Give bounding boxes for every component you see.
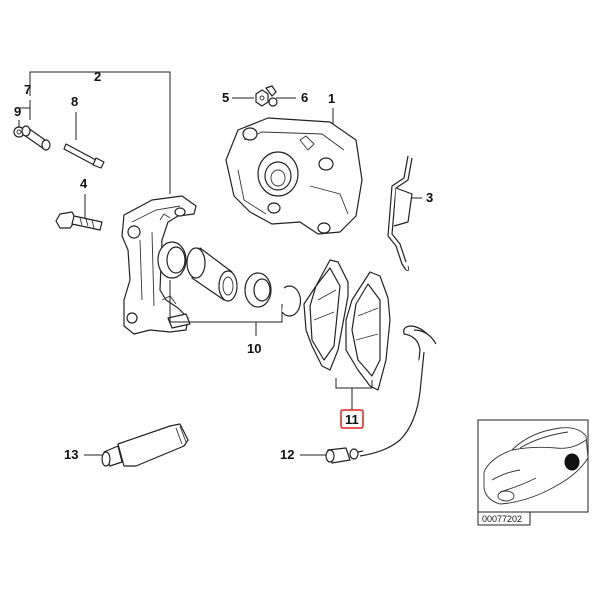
callout-11[interactable]: 11 (335, 378, 373, 429)
callout-3-label: 3 (426, 190, 433, 205)
callout-1[interactable]: 1 (328, 91, 335, 124)
brake-pad-outer-part[interactable] (303, 259, 349, 371)
dust-boot-part[interactable] (244, 272, 272, 308)
callout-10-bracket (169, 280, 283, 323)
callout-12[interactable]: 12 (280, 447, 328, 462)
callout-11-label: 11 (345, 412, 359, 427)
callout-5[interactable]: 5 (222, 90, 254, 105)
callout-4[interactable]: 4 (80, 176, 88, 218)
callout-2-leader (29, 71, 171, 194)
piston-seal-part[interactable] (157, 241, 187, 279)
callout-8-label: 8 (71, 94, 78, 109)
brake-pad-inner-part[interactable] (345, 271, 391, 391)
callout-7-label: 7 (24, 82, 31, 97)
callout-4-label: 4 (80, 176, 88, 191)
callout-2[interactable]: 2 (29, 69, 171, 194)
callout-10-label: 10 (247, 341, 261, 356)
car-outline-icon (483, 427, 589, 505)
callout-7[interactable]: 7 (18, 82, 31, 120)
guide-pin-part[interactable] (63, 143, 105, 169)
callout-5-label: 5 (222, 90, 229, 105)
hex-bolt-part[interactable] (55, 211, 103, 231)
callout-11-bracket (335, 378, 373, 389)
callout-10[interactable]: 10 (169, 280, 283, 356)
callout-6[interactable]: 6 (276, 90, 308, 105)
anti-rattle-spring-part[interactable] (387, 155, 413, 271)
callout-1-label: 1 (328, 91, 335, 106)
wear-sensor-part[interactable] (325, 325, 437, 464)
doc-number-box (477, 511, 531, 526)
callout-2-label: 2 (94, 69, 101, 84)
vehicle-location-thumbnail[interactable]: 00077202 (477, 419, 589, 526)
caliper-housing-part[interactable] (225, 117, 363, 235)
callout-12-label: 12 (280, 447, 294, 462)
retaining-ring-part[interactable] (281, 285, 302, 317)
callout-13-label: 13 (64, 447, 78, 462)
guide-sleeve-part[interactable] (21, 125, 51, 151)
callout-9[interactable]: 9 (14, 104, 21, 127)
callout-9-label: 9 (14, 104, 21, 119)
callout-6-label: 6 (301, 90, 308, 105)
doc-number: 00077202 (482, 514, 522, 524)
piston-part[interactable] (186, 247, 238, 302)
callout-8[interactable]: 8 (71, 94, 78, 140)
grease-tube-part[interactable] (101, 423, 189, 467)
callout-11-highlight-box (340, 409, 364, 429)
callout-13[interactable]: 13 (64, 447, 104, 462)
bleed-screw-part[interactable] (255, 89, 269, 107)
dust-cap-part[interactable] (265, 85, 278, 107)
